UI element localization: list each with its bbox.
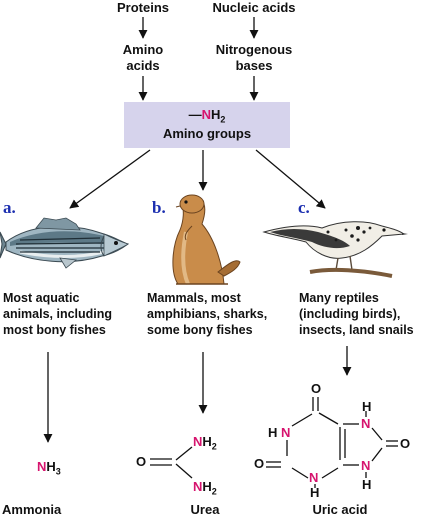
fish-icon [0,217,130,269]
description-reptiles: Many reptiles (including birds), insects… [299,291,414,337]
bird-icon [262,221,408,278]
uric-acid-n1: N [281,425,291,440]
urea-oxygen: O [136,454,147,469]
panel-letter-b: b. [152,198,166,217]
uric-acid-structure [266,397,398,488]
label-nucleic-acids: Nucleic acids [212,0,296,15]
urea-nh2-top: NH2 [193,434,217,452]
urea-nh2-bottom: NH2 [193,479,217,497]
product-ammonia: Ammonia [2,502,62,517]
uric-acid-h7: H [362,399,372,414]
amino-groups-box: —NH2 Amino groups [124,102,290,148]
uric-acid-h9: H [362,477,372,492]
product-uric-acid: Uric acid [312,502,368,517]
description-aquatic: Most aquatic animals, including most bon… [3,291,113,337]
uric-acid-o-right: O [400,436,411,451]
arrow-box-to-fish [69,149,151,209]
label-proteins: Proteins [116,0,169,15]
uric-acid-n3: N [309,470,319,485]
product-urea: Urea [190,502,220,517]
description-mammals: Mammals, most amphibians, sharks, some b… [147,291,268,337]
amino-groups-label: Amino groups [162,126,252,141]
amino-formula: —NH2 [188,107,226,125]
uric-acid-h3: H [310,485,320,500]
arrow-box-to-bird [255,149,326,209]
ammonia-formula: NH3 [37,459,61,477]
uric-acid-o-top: O [311,381,322,396]
label-nitrogenous-bases: Nitrogenous bases [215,42,293,73]
uric-acid-h1: H [268,425,278,440]
prairie-dog-icon [172,194,241,285]
uric-acid-n9: N [361,458,371,473]
panel-letter-a: a. [3,198,16,217]
uric-acid-o-left: O [254,456,265,471]
label-amino-acids: Amino acids [122,42,164,73]
uric-acid-n7: N [361,416,371,431]
urea-structure [150,446,193,479]
panel-letter-c: c. [298,198,310,217]
